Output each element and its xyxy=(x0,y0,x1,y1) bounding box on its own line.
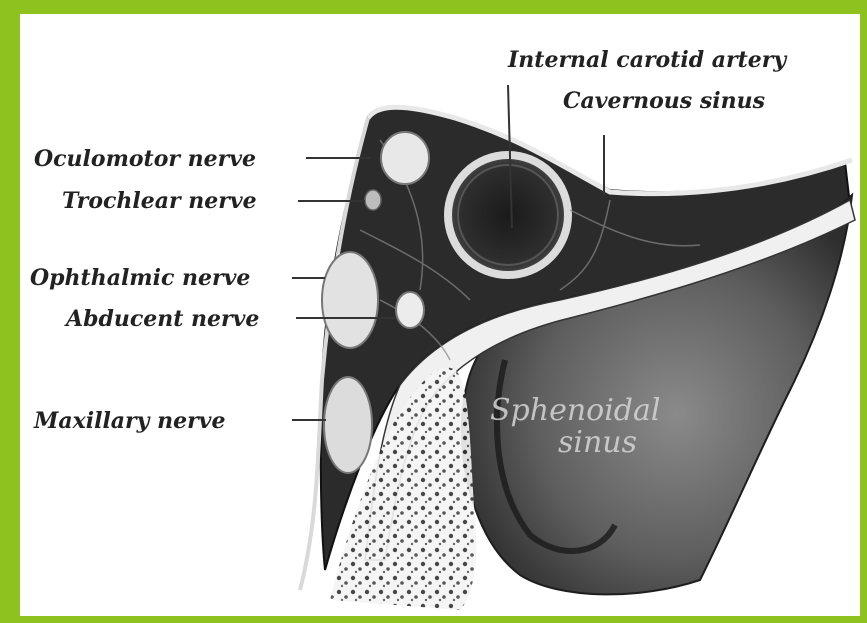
label-sphenoidal-sinus-line1: Sphenoidal xyxy=(490,393,661,428)
trochlear-nerve xyxy=(365,190,381,210)
label-sphenoidal-sinus-line2: sinus xyxy=(558,425,637,460)
oculomotor-nerve xyxy=(381,132,429,184)
maxillary-nerve xyxy=(324,377,372,473)
ophthalmic-nerve xyxy=(322,252,378,348)
label-oculomotor-nerve: Oculomotor nerve xyxy=(34,146,256,172)
label-cavernous-sinus: Cavernous sinus xyxy=(563,88,765,114)
label-ophthalmic-nerve: Ophthalmic nerve xyxy=(30,265,250,291)
internal-carotid-artery xyxy=(448,155,568,275)
label-internal-carotid-artery: Internal carotid artery xyxy=(507,47,788,73)
abducent-nerve xyxy=(396,292,424,328)
label-trochlear-nerve: Trochlear nerve xyxy=(62,188,257,214)
label-abducent-nerve: Abducent nerve xyxy=(64,306,259,332)
label-maxillary-nerve: Maxillary nerve xyxy=(33,408,225,434)
